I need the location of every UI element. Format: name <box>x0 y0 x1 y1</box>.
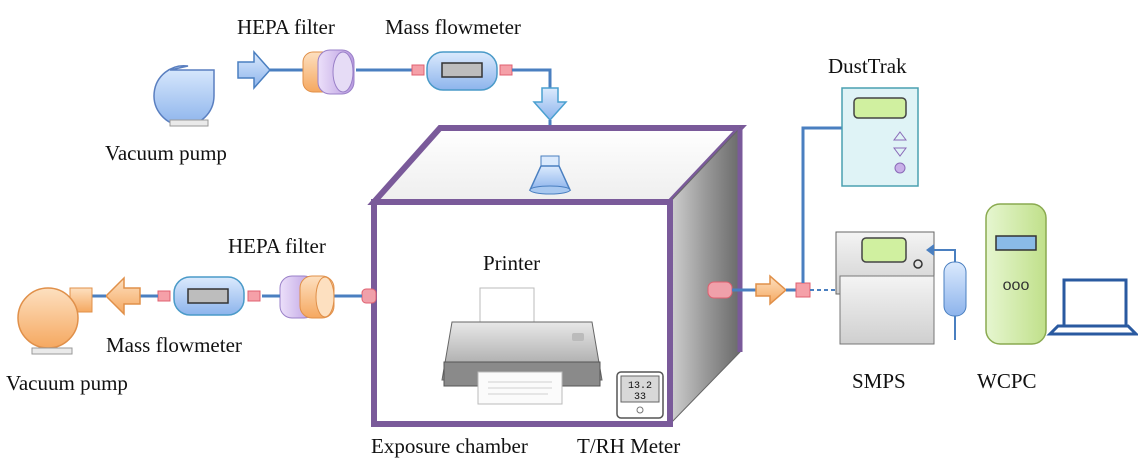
connector-icon <box>499 64 513 76</box>
printer-label: Printer <box>483 251 540 275</box>
vacuum-pump-top-label: Vacuum pump <box>105 141 227 165</box>
dusttrak-icon <box>841 87 919 187</box>
dusttrak-label: DustTrak <box>828 54 907 78</box>
right-line <box>707 126 844 306</box>
top-line <box>153 49 568 156</box>
hepa-filter-left-label: HEPA filter <box>228 234 326 258</box>
mass-flowmeter-top-label: Mass flowmeter <box>385 15 521 39</box>
connector-icon <box>795 282 811 298</box>
vacuum-pump-icon <box>17 287 93 355</box>
wcpc-label: WCPC <box>977 369 1037 393</box>
hepa-filter-top-label: HEPA filter <box>237 15 335 39</box>
trh-meter-label: T/RH Meter <box>577 434 680 458</box>
down-arrow-icon <box>532 87 568 122</box>
mass-flowmeter-icon <box>426 51 498 91</box>
thermo-hygrometer-icon: 13.2 33 <box>616 371 664 419</box>
flow-arrow-icon <box>755 274 788 306</box>
connector-icon <box>247 290 261 302</box>
humidity-readout: 33 <box>634 392 646 403</box>
wcpc-icon: ooo <box>985 203 1047 345</box>
connector-icon <box>157 290 171 302</box>
hepa-filter-icon <box>279 275 335 319</box>
vacuum-pump-icon <box>153 64 215 127</box>
exposure-chamber-label: Exposure chamber <box>371 434 528 458</box>
connector-icon <box>707 281 733 299</box>
connector-icon <box>361 288 377 304</box>
flow-arrow-icon <box>237 50 272 90</box>
temperature-readout: 13.2 <box>628 381 652 392</box>
printer-icon <box>441 287 603 405</box>
vacuum-pump-left-label: Vacuum pump <box>6 371 128 395</box>
mass-flowmeter-icon <box>173 276 245 316</box>
smps-icon <box>835 231 967 345</box>
laptop-icon <box>1046 278 1138 336</box>
connector-icon <box>411 64 425 76</box>
smps-label: SMPS <box>852 369 906 393</box>
mass-flowmeter-left-label: Mass flowmeter <box>106 333 242 357</box>
wcpc-buttons: ooo <box>1003 277 1030 294</box>
hepa-filter-icon <box>302 49 355 95</box>
inlet-funnel-icon <box>528 155 572 195</box>
flow-arrow-icon <box>104 276 141 316</box>
left-line <box>17 275 377 355</box>
